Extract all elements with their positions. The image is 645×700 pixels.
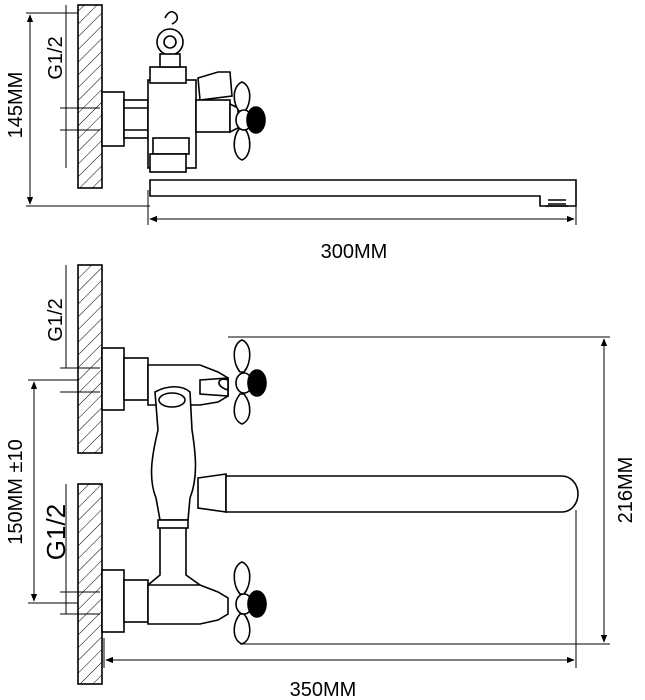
top-thread-label: G1/2 [45, 36, 67, 79]
cross-handle-top [233, 81, 266, 161]
bottom-view [60, 264, 579, 685]
top-height-label: 145MM [5, 72, 27, 139]
wall-hatch-top [77, 4, 103, 189]
height-216-label: 216MM [615, 457, 637, 524]
cross-handle-lower [233, 561, 267, 645]
top-length-label: 300MM [321, 241, 388, 263]
bottom-dimensions [28, 265, 610, 668]
length-350-label: 350MM [290, 679, 357, 700]
cross-handle-upper [218, 339, 267, 425]
wall-hatch-upper [77, 264, 103, 454]
upper-thread-label: G1/2 [45, 298, 67, 341]
spout-top [149, 179, 577, 207]
top-dimensions [26, 5, 577, 225]
wall-flange-top [101, 91, 125, 147]
spout-front [225, 475, 579, 513]
top-view [60, 4, 577, 207]
diverter-ring [156, 28, 184, 56]
wall-hatch-lower [77, 483, 103, 685]
lower-thread-label: G1/2 [41, 504, 71, 560]
mixer-body-front [150, 385, 197, 521]
spacing-label: 150MM ±10 [5, 439, 27, 544]
